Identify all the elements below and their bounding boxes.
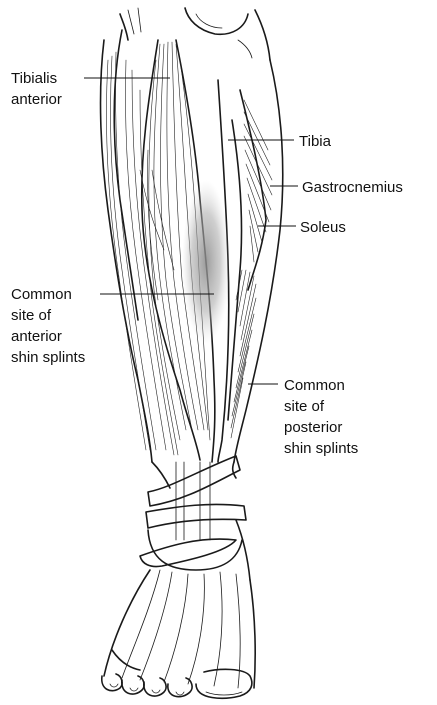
lateral-leg-outline bbox=[101, 40, 152, 462]
soleus-border bbox=[228, 120, 242, 420]
toe-fifth bbox=[102, 674, 122, 691]
label-soleus: Soleus bbox=[300, 219, 346, 236]
label-tibia: Tibia bbox=[299, 133, 332, 150]
label-anterior-site: Common site of anterior shin splints bbox=[11, 286, 85, 366]
label-gastrocnemius: Gastrocnemius bbox=[302, 179, 403, 196]
toe-third bbox=[144, 678, 166, 696]
label-posterior-site: Common site of posterior shin splints bbox=[284, 377, 358, 457]
ankle-retinaculum bbox=[140, 456, 250, 580]
leg-drawing bbox=[101, 8, 283, 698]
anterior-shin-splint-highlight bbox=[182, 180, 230, 344]
label-tibialis-anterior: Tibialis anterior bbox=[11, 70, 62, 108]
toes bbox=[102, 669, 252, 698]
knee-region bbox=[120, 8, 270, 60]
soleus-hatching bbox=[231, 270, 256, 438]
toe-second bbox=[168, 678, 192, 697]
toe-big bbox=[196, 669, 252, 698]
